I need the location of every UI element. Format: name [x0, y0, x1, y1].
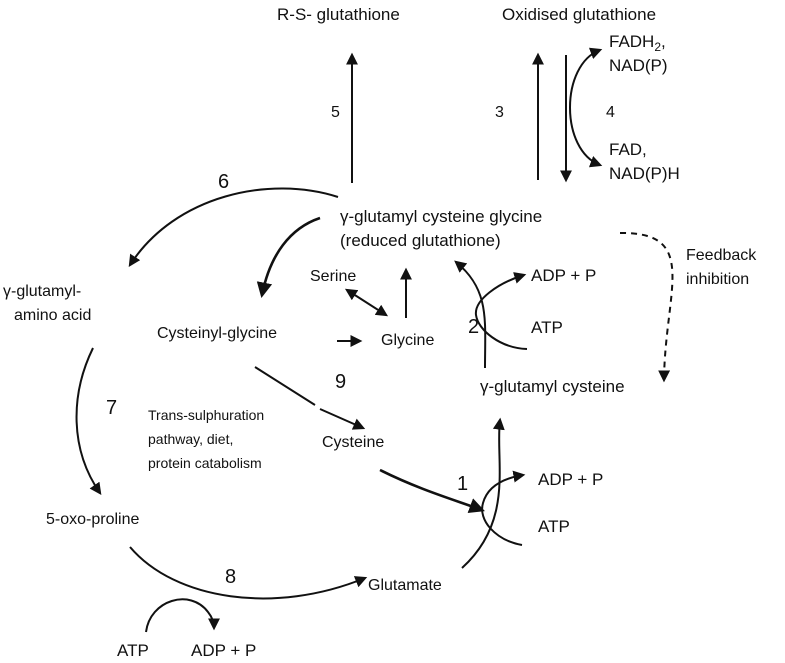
oxo-proline-label: 5-oxo-proline: [46, 511, 139, 528]
feedback-inhibition-label-line1: Feedback: [686, 247, 757, 264]
reduced-glutathione-label-line2: (reduced glutathione): [340, 231, 501, 250]
step-2-number: 2: [468, 316, 479, 338]
rs-glutathione-label: R-S- glutathione: [277, 5, 400, 24]
arrow-cysteine-to-step-1: [379, 468, 485, 513]
cysteine-label: Cysteine: [322, 434, 384, 451]
arrow-step-7: [75, 347, 102, 495]
oxidised-glutathione-label: Oxidised glutathione: [502, 5, 656, 24]
fadh2-label: FADH2,: [609, 32, 666, 54]
step-6-number: 6: [218, 171, 229, 193]
transsulphuration-label-line1: Trans-sulphuration: [148, 407, 264, 423]
arrow-fadh2-to-fad: [569, 47, 603, 168]
cysteinyl-glycine-label: Cysteinyl-glycine: [157, 325, 277, 342]
reduced-glutathione-label-line1: γ-glutamyl cysteine glycine: [340, 207, 542, 226]
step-5-number: 5: [331, 104, 340, 121]
step-3-number: 3: [495, 104, 504, 121]
adp-p-middle-label: ADP + P: [538, 470, 603, 489]
arrow-atp-to-adp-bottom: [145, 598, 220, 633]
glutamate-label: Glutamate: [368, 577, 442, 594]
arrow-serine-glycine: [344, 288, 389, 317]
arrow-gsh-to-cysteinyl-glycine: [256, 216, 321, 299]
arrow-step-2: [454, 260, 487, 369]
step-8-number: 8: [225, 566, 236, 588]
arrow-atp-to-adp-upper: [474, 272, 528, 350]
arrow-atp-to-adp-middle: [481, 470, 526, 546]
feedback-inhibition-label-line2: inhibition: [686, 271, 749, 288]
step-9-number: 9: [335, 371, 346, 393]
gamma-glutamyl-amino-acid-label-line1: γ-glutamyl-: [3, 283, 81, 300]
gamma-glutamyl-cysteine-label: γ-glutamyl cysteine: [480, 377, 625, 396]
arrow-step-6: [128, 187, 339, 268]
arrow-step-9: [254, 366, 363, 428]
atp-upper-label: ATP: [531, 318, 563, 337]
atp-bottom-label: ATP: [117, 641, 149, 660]
step-1-number: 1: [457, 473, 468, 495]
arrow-feedback-inhibition: [619, 231, 674, 383]
arrow-step-1: [461, 417, 505, 569]
step-4-number: 4: [606, 104, 615, 121]
step-7-number: 7: [106, 397, 117, 419]
transsulphuration-label-line2: pathway, diet,: [148, 431, 233, 447]
serine-label: Serine: [310, 268, 356, 285]
adp-p-bottom-label: ADP + P: [191, 641, 256, 660]
adp-p-upper-label: ADP + P: [531, 266, 596, 285]
nadph-label: NAD(P)H: [609, 164, 680, 183]
transsulphuration-label-line3: protein catabolism: [148, 455, 262, 471]
arrow-step-8: [129, 546, 368, 600]
gamma-glutamyl-amino-acid-label-line2: amino acid: [14, 307, 91, 324]
glycine-label: Glycine: [381, 332, 434, 349]
fad-label: FAD,: [609, 140, 647, 159]
nadp-label: NAD(P): [609, 56, 668, 75]
atp-middle-label: ATP: [538, 517, 570, 536]
